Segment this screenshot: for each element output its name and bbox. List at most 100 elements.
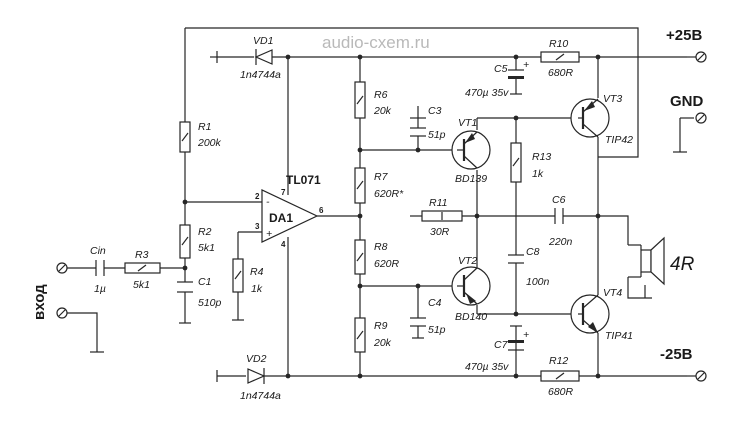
positive-rail-terminal [687, 51, 707, 63]
svg-text:51p: 51p [428, 324, 446, 336]
svg-text:100n: 100n [526, 276, 550, 288]
svg-text:R2: R2 [198, 226, 212, 238]
speaker-icon: 4R [640, 236, 695, 286]
svg-text:BD140: BD140 [455, 311, 487, 323]
transistor-vt1: VT1 BD139 [451, 117, 491, 185]
capacitor-c7: + C7 470µ 35v [465, 329, 529, 373]
capacitor-c4: C4 51p [410, 297, 446, 339]
svg-text:R8: R8 [374, 241, 388, 253]
svg-text:4R: 4R [670, 254, 695, 275]
svg-text:5k1: 5k1 [133, 279, 150, 291]
positive-rail-label: +25В [666, 27, 702, 44]
svg-text:1n4744a: 1n4744a [240, 390, 281, 402]
resistor-r1: R1 200k [179, 121, 222, 153]
svg-text:5k1: 5k1 [198, 242, 215, 254]
svg-text:R6: R6 [374, 89, 388, 101]
transistor-vt3: VT3 TIP42 [570, 93, 633, 146]
svg-text:C4: C4 [428, 297, 442, 309]
pin-3: 3 [255, 222, 260, 231]
svg-text:C3: C3 [428, 105, 442, 117]
ground-terminal [695, 112, 707, 124]
svg-text:470µ 35v: 470µ 35v [465, 87, 509, 99]
pin-2: 2 [255, 192, 260, 201]
opamp-noninv-sign: + [266, 228, 272, 240]
resistor-r13: R13 1k [510, 142, 551, 183]
svg-text:680R: 680R [548, 67, 574, 79]
transistor-vt4: VT4 TIP41 [570, 287, 633, 342]
svg-text:R11: R11 [429, 197, 447, 209]
capacitor-c8: C8 100n [508, 246, 550, 288]
svg-text:470µ 35v: 470µ 35v [465, 361, 509, 373]
svg-text:VT3: VT3 [603, 93, 622, 105]
ground-label: GND [670, 93, 704, 110]
resistor-r7: R7 620R* [354, 167, 404, 204]
svg-text:1k: 1k [251, 283, 263, 295]
svg-text:1µ: 1µ [94, 283, 106, 295]
svg-text:TIP41: TIP41 [605, 330, 633, 342]
resistor-r6: R6 20k [354, 81, 392, 119]
svg-text:C7: C7 [494, 339, 509, 351]
negative-rail-label: -25В [660, 346, 693, 363]
svg-text:220n: 220n [548, 236, 573, 248]
svg-text:20k: 20k [373, 105, 392, 117]
opamp-da1: DA1 TL071 - + 2 3 6 7 4 [255, 173, 324, 249]
svg-text:VT2: VT2 [458, 255, 477, 267]
svg-text:R1: R1 [198, 121, 211, 133]
input-terminal-signal [56, 262, 68, 274]
svg-text:Cin: Cin [90, 245, 106, 257]
svg-text:VT4: VT4 [603, 287, 622, 299]
capacitor-c1: C1 510p [177, 276, 222, 309]
svg-text:620R*: 620R* [374, 188, 404, 200]
watermark: audio-cxem.ru [322, 33, 430, 52]
resistor-r8: R8 620R [354, 239, 400, 275]
svg-text:680R: 680R [548, 386, 574, 398]
pin-4: 4 [281, 240, 286, 249]
svg-text:VT1: VT1 [458, 117, 477, 129]
svg-text:51p: 51p [428, 129, 446, 141]
svg-text:200k: 200k [197, 137, 222, 149]
pin-7: 7 [281, 188, 286, 197]
pin-6: 6 [319, 206, 324, 215]
svg-text:R10: R10 [549, 38, 568, 50]
svg-text:R7: R7 [374, 171, 389, 183]
wiring [66, 27, 694, 377]
svg-text:VD2: VD2 [246, 353, 267, 365]
resistor-r10: R10 680R [540, 38, 580, 79]
svg-text:R3: R3 [135, 249, 149, 261]
svg-text:20k: 20k [373, 337, 392, 349]
capacitor-c6: C6 220n [548, 194, 573, 248]
svg-text:BD139: BD139 [455, 173, 487, 185]
svg-text:R9: R9 [374, 320, 388, 332]
svg-text:1k: 1k [532, 168, 544, 180]
svg-text:R4: R4 [250, 266, 264, 278]
capacitor-c5: + C5 470µ 35v [465, 59, 529, 99]
capacitor-cin: Cin 1µ [90, 245, 106, 295]
junctions [182, 54, 601, 379]
resistor-r12: R12 680R [540, 355, 580, 398]
opamp-inv-sign: - [266, 196, 270, 208]
resistor-r4: R4 1k [232, 258, 264, 295]
diode-vd1: VD1 1n4744a [240, 35, 281, 81]
svg-text:C5: C5 [494, 63, 508, 75]
svg-text:620R: 620R [374, 258, 400, 270]
svg-text:R12: R12 [549, 355, 568, 367]
svg-text:+: + [523, 59, 529, 71]
input-terminal-ground [56, 307, 68, 319]
svg-text:1n4744a: 1n4744a [240, 69, 281, 81]
resistor-r2: R2 5k1 [179, 224, 215, 259]
svg-text:C1: C1 [198, 276, 211, 288]
resistor-r3: R3 5k1 [124, 249, 161, 291]
input-label: вход [31, 284, 48, 320]
svg-text:+: + [523, 329, 529, 341]
transistor-vt2: VT2 BD140 [451, 255, 491, 323]
svg-text:R13: R13 [532, 151, 551, 163]
svg-text:30R: 30R [430, 226, 450, 238]
opamp-model: TL071 [286, 173, 321, 187]
diode-vd2: VD2 1n4744a [240, 353, 281, 402]
svg-text:C6: C6 [552, 194, 566, 206]
resistor-r9: R9 20k [354, 317, 392, 353]
svg-text:C8: C8 [526, 246, 540, 258]
resistor-r11: R11 30R [421, 197, 463, 238]
capacitor-c3: C3 51p [410, 105, 446, 141]
